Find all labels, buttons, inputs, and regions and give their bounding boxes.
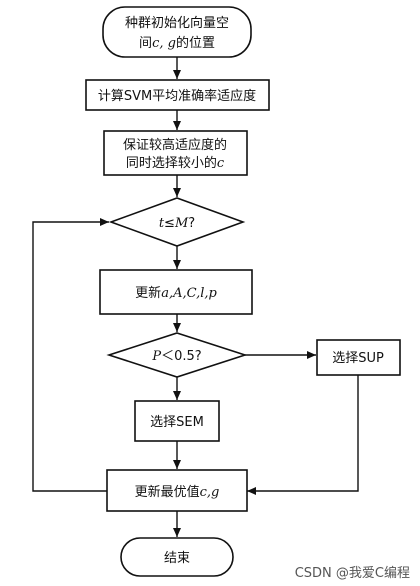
select-sup-box — [316, 339, 401, 376]
arrow-sup-best — [247, 375, 359, 495]
svm-fitness-label: 计算SVM平均准确率适应度 — [98, 88, 256, 104]
decision-t-le-m-label: t≤M? — [159, 216, 195, 231]
end-terminator — [120, 537, 234, 577]
csdn-watermark: CSDN @我爱C编程 — [295, 566, 410, 581]
update-params-box — [99, 269, 253, 315]
start-line2: 间c, g的位置 — [139, 35, 215, 51]
update-best-label: 更新最优值c,g — [135, 484, 220, 500]
arrow-loop-back — [32, 218, 109, 492]
select-small-c-line1: 保证较高适应度的 — [123, 137, 227, 153]
end-label: 结束 — [164, 551, 190, 566]
select-sem-label: 选择SEM — [150, 415, 204, 430]
update-params-label: 更新a,A,C,l,p — [135, 285, 217, 301]
start-line1: 种群初始化向量空 — [125, 15, 229, 31]
select-small-c-line2: 同时选择较小的c — [126, 155, 225, 171]
decision-p-lt-half-label: P＜0.5? — [151, 349, 201, 364]
select-sem-box — [134, 400, 220, 442]
select-sup-label: 选择SUP — [332, 351, 384, 366]
select-small-c-box — [103, 130, 248, 176]
svm-fitness-box — [85, 79, 270, 111]
